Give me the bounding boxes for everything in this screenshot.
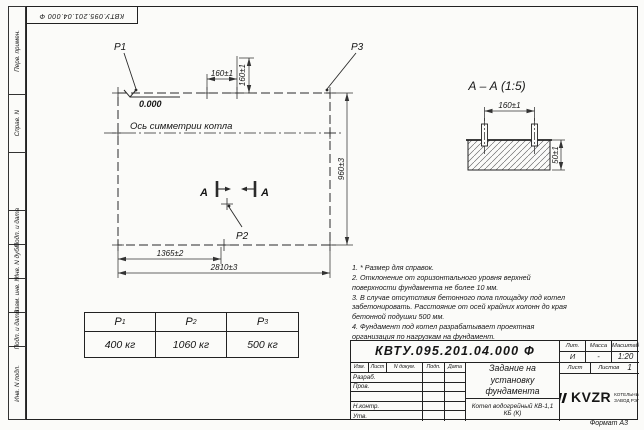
frame-field-label: Перв. примен. (13, 29, 21, 72)
load-header-base: P (114, 316, 122, 328)
frame-field-label: Подп. и дата (13, 207, 21, 248)
row-nkontr: Н.контр. (351, 401, 423, 412)
sheets-value: 1 (627, 363, 632, 373)
product-name: Котел водогрейный КВ-1,1 КБ (К) (466, 399, 560, 421)
sheets-label: Листов (598, 364, 620, 371)
col-izm: Изм. (351, 363, 369, 373)
col-list: Лист (369, 363, 387, 373)
note-2: 2. Отклонение от горизонтального уровня … (352, 273, 531, 292)
frame-field: Справ. N (9, 95, 25, 153)
frame-field-label: Инв. N подл. (13, 364, 21, 402)
frame-field: Перв. примен. (9, 7, 25, 95)
note-4: 4. Фундамент под котел разрабатывает про… (352, 322, 535, 341)
rotated-doc-number-text: КВТУ.095.201.04.000 Ф (39, 11, 125, 19)
load-header-sub: 2 (192, 318, 197, 326)
note-3: 3. В случае отсутствия бетонного пола пл… (352, 293, 567, 321)
sheets-cell: Листов 1 (591, 363, 639, 374)
frame-field: Подп. и дата (9, 309, 25, 350)
scale-label: Масштаб (612, 341, 639, 352)
col-podp: Подп. (423, 363, 445, 373)
load-table-value: 1060 кг (156, 332, 227, 357)
sign-cell (423, 373, 445, 383)
doc-number: КВТУ.095.201.04.000 Ф (351, 341, 560, 363)
left-field-strip: Перв. примен. Справ. N Подп. и дата Инв.… (8, 6, 26, 420)
logo-text: KVZR (571, 389, 612, 406)
notes-block: 1. * Размер для справок. 2. Отклонение о… (352, 263, 568, 342)
lit-value: И (560, 352, 586, 363)
mass-value: - (586, 352, 612, 363)
format-label: Формат А3 (589, 420, 628, 427)
scale-value: 1:20 (612, 352, 639, 363)
load-header-base: P (256, 316, 265, 328)
date-cell (445, 392, 466, 402)
row-blank (351, 392, 423, 402)
load-table-value: 400 кг (85, 332, 156, 357)
drawing-title: Задание на установку фундамента (466, 363, 560, 399)
frame-field-label: Справ. N (13, 110, 21, 137)
sign-cell (423, 401, 445, 412)
row-prov: Пров. (351, 382, 423, 393)
load-header-base: P (185, 316, 193, 328)
frame-field-label: Подп. и дата (13, 309, 21, 350)
sheet-frame (26, 6, 638, 420)
company-logo: KVZR КОТЕЛЬНЫЙ ЗАВОД РЭП (560, 374, 639, 421)
logo-caption-2: ЗАВОД РЭП (614, 397, 639, 403)
frame-field: Инв. N подл. (9, 347, 25, 419)
date-cell (445, 411, 466, 421)
frame-field: Взам. инв. N (9, 277, 25, 314)
lit-label: Лит. (560, 341, 586, 352)
kvzr-logo-icon (560, 392, 568, 403)
title-block: КВТУ.095.201.04.000 Ф Лит. Масса Масштаб… (350, 340, 639, 421)
load-header-sub: 1 (121, 318, 126, 326)
date-cell (445, 373, 466, 383)
load-table-value: 500 кг (247, 338, 278, 351)
date-cell (445, 401, 466, 412)
frame-field: Инв. N дубл. (9, 243, 25, 280)
row-utv: Утв. (351, 411, 423, 421)
frame-field-spacer (9, 153, 25, 211)
mass-label: Масса (586, 341, 612, 352)
frame-field-label: Инв. N дубл. (13, 243, 21, 280)
load-header-sub: 3 (264, 318, 269, 326)
frame-field: Подп. и дата (9, 207, 25, 248)
sheet-label: Лист (560, 363, 591, 374)
sign-cell (423, 382, 445, 393)
sign-cell (423, 411, 445, 421)
row-razrab: Разраб. (351, 373, 423, 383)
rotated-doc-number: КВТУ.095.201.04.000 Ф (26, 6, 138, 24)
note-1: 1. * Размер для справок. (352, 263, 434, 272)
col-data: Дата (445, 363, 466, 373)
date-cell (445, 382, 466, 393)
frame-field-label: Взам. инв. N (13, 277, 21, 314)
col-dokum: N докум. (387, 363, 423, 373)
logo-caption-1: КОТЕЛЬНЫЙ (614, 391, 639, 397)
sign-cell (423, 392, 445, 402)
